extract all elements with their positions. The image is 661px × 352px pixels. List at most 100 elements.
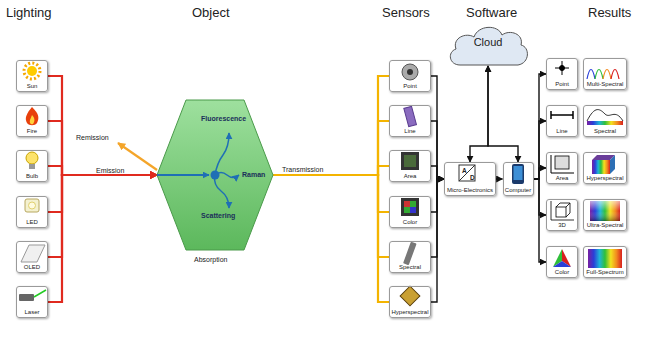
connector (48, 76, 157, 175)
point-result-icon (555, 61, 569, 75)
box-backgrounds (16, 58, 627, 318)
color-result-icon (553, 249, 571, 267)
spectral-result-icon (587, 110, 623, 125)
connector (496, 178, 503, 179)
connector (431, 166, 444, 179)
node-label: D (470, 174, 475, 181)
node-label: Scattering (201, 212, 235, 220)
converter-box: ADMicro-Electronics (444, 162, 496, 196)
result-box: Line (546, 105, 578, 137)
node-label: Fire (27, 128, 37, 135)
node-label: Cloud (446, 36, 530, 49)
sensor-box: Point (389, 60, 431, 92)
sensor-box: Spectral (389, 241, 431, 273)
sensor-box: Area (389, 150, 431, 182)
node-label: Hyperspectral (391, 309, 428, 316)
ad-converter-symbol (459, 165, 475, 181)
area-sensor-icon (401, 152, 419, 170)
connector (273, 166, 389, 175)
column-heading: Results (588, 5, 631, 20)
result-box: 3D (546, 199, 578, 231)
sensor-box: Hyperspectral (389, 286, 431, 318)
connector (534, 179, 547, 262)
connector (48, 166, 157, 175)
hyperspectral-sensor-icon (400, 286, 420, 306)
computer-icon (512, 164, 524, 184)
object-hexagon: FluorescenceRamanScattering (157, 100, 273, 250)
node-label: Bulb (26, 173, 38, 180)
result-box: Full-Spectrum (583, 246, 627, 278)
node-label: Ultra-Spectral (587, 222, 624, 229)
node-label: Color (555, 269, 569, 276)
node-label: Full-Spectrum (586, 269, 623, 276)
node-label: Point (403, 83, 417, 90)
column-heading: Sensors (382, 5, 430, 20)
remission-arrow (118, 143, 157, 170)
connector (48, 175, 157, 302)
process-label: Absorption (194, 255, 227, 264)
node-label: Hyperspectral (586, 175, 623, 182)
light-source-box: Laser (16, 286, 48, 318)
process-label: Transmission (282, 165, 323, 174)
ultraspectral-icon (590, 201, 620, 221)
node-label: Spectral (399, 264, 421, 271)
point-sensor-icon (402, 64, 418, 80)
connector (431, 76, 444, 179)
connector (273, 175, 389, 257)
cloud-shape: Cloud (446, 22, 530, 66)
result-box: Color (546, 246, 578, 278)
fire-icon (26, 107, 39, 125)
node-label: Point (555, 81, 569, 88)
light-source-box: Sun (16, 60, 48, 92)
connector (431, 121, 444, 179)
laser-icon (19, 290, 46, 301)
node-label: Laser (24, 309, 39, 316)
node-label: Spectral (594, 128, 616, 135)
spectral-sensor-icon (403, 242, 417, 266)
line-result-icon (551, 111, 573, 119)
connector (273, 175, 389, 212)
connector (470, 66, 488, 162)
node-label: 3D (558, 222, 566, 229)
full-spectrum-icon (588, 249, 622, 268)
result-box: Area (546, 152, 578, 184)
multispectral-icon (587, 70, 619, 80)
sun-icon (24, 63, 40, 79)
connector (48, 175, 157, 257)
computer-box: Computer (503, 162, 534, 196)
node-label: Computer (505, 187, 531, 194)
led-icon (25, 199, 39, 212)
oled-icon (21, 245, 45, 262)
connector (488, 66, 518, 162)
connector (534, 74, 547, 179)
hyperspectral-cube-icon (592, 155, 615, 174)
node-label: Color (403, 219, 417, 226)
node-label: Fluorescence (201, 115, 246, 123)
connector (534, 121, 547, 179)
node-label: Multi-Spectral (587, 81, 624, 88)
connector (48, 121, 157, 175)
light-source-box: LED (16, 196, 48, 228)
result-box: Ultra-Spectral (583, 199, 627, 231)
node-label: Area (404, 173, 417, 180)
result-box: Spectral (583, 105, 627, 137)
node-label: OLED (24, 264, 40, 271)
node-label: Area (556, 175, 569, 182)
light-source-box: Bulb (16, 150, 48, 182)
node-label: LED (26, 219, 38, 226)
node-label: Micro-Electronics (447, 187, 493, 194)
color-sensor-icon (401, 198, 419, 216)
node-label: Line (556, 128, 567, 135)
connector (273, 76, 389, 175)
connector (534, 179, 547, 215)
light-source-box: Fire (16, 105, 48, 137)
node-label: Line (404, 128, 415, 135)
bulb-icon (26, 152, 38, 169)
3d-result-icon (551, 201, 574, 220)
result-box: Hyperspectral (583, 152, 627, 184)
connector (48, 175, 157, 212)
process-label: Emission (96, 166, 124, 175)
connector (273, 175, 389, 302)
process-label: Remission (76, 133, 109, 142)
connector (273, 121, 389, 175)
